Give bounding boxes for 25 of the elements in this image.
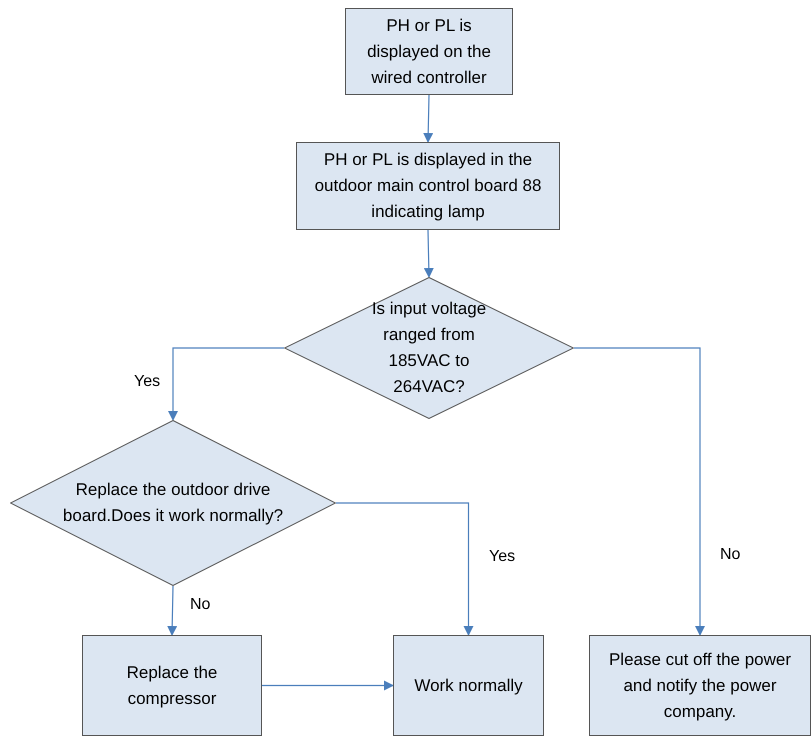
node-text: Is input voltage ranged from 185VAC to 264VAC? (370, 298, 488, 398)
edge-label: Yes (134, 372, 160, 392)
edge-label: No (190, 595, 210, 615)
process-box (82, 635, 262, 736)
arrow (167, 586, 178, 636)
arrow (336, 502, 474, 636)
arrow (168, 347, 284, 421)
decision-diamond (284, 277, 574, 419)
arrow (423, 94, 434, 143)
edge-label: Yes (489, 547, 516, 567)
arrow (424, 230, 434, 278)
process-box (393, 635, 544, 736)
decision-diamond (10, 420, 336, 586)
node-text: Replace the outdoor drive board.Does it work normally? (62, 479, 284, 527)
node-text: Replace the compressor (126, 662, 218, 710)
edge-label: No (720, 545, 740, 565)
node-text: PH or PL is displayed on the wired controller (366, 14, 492, 88)
node-text: Work normally (413, 674, 524, 696)
process-box (296, 142, 560, 230)
process-box (345, 8, 513, 95)
arrow (574, 347, 705, 636)
arrow (262, 680, 394, 690)
node-text: Please cut off the power and notify the power company. (608, 648, 792, 722)
process-box (589, 635, 811, 736)
node-text: PH or PL is displayed in the outdoor main control board 88 indicating lamp (314, 149, 542, 223)
